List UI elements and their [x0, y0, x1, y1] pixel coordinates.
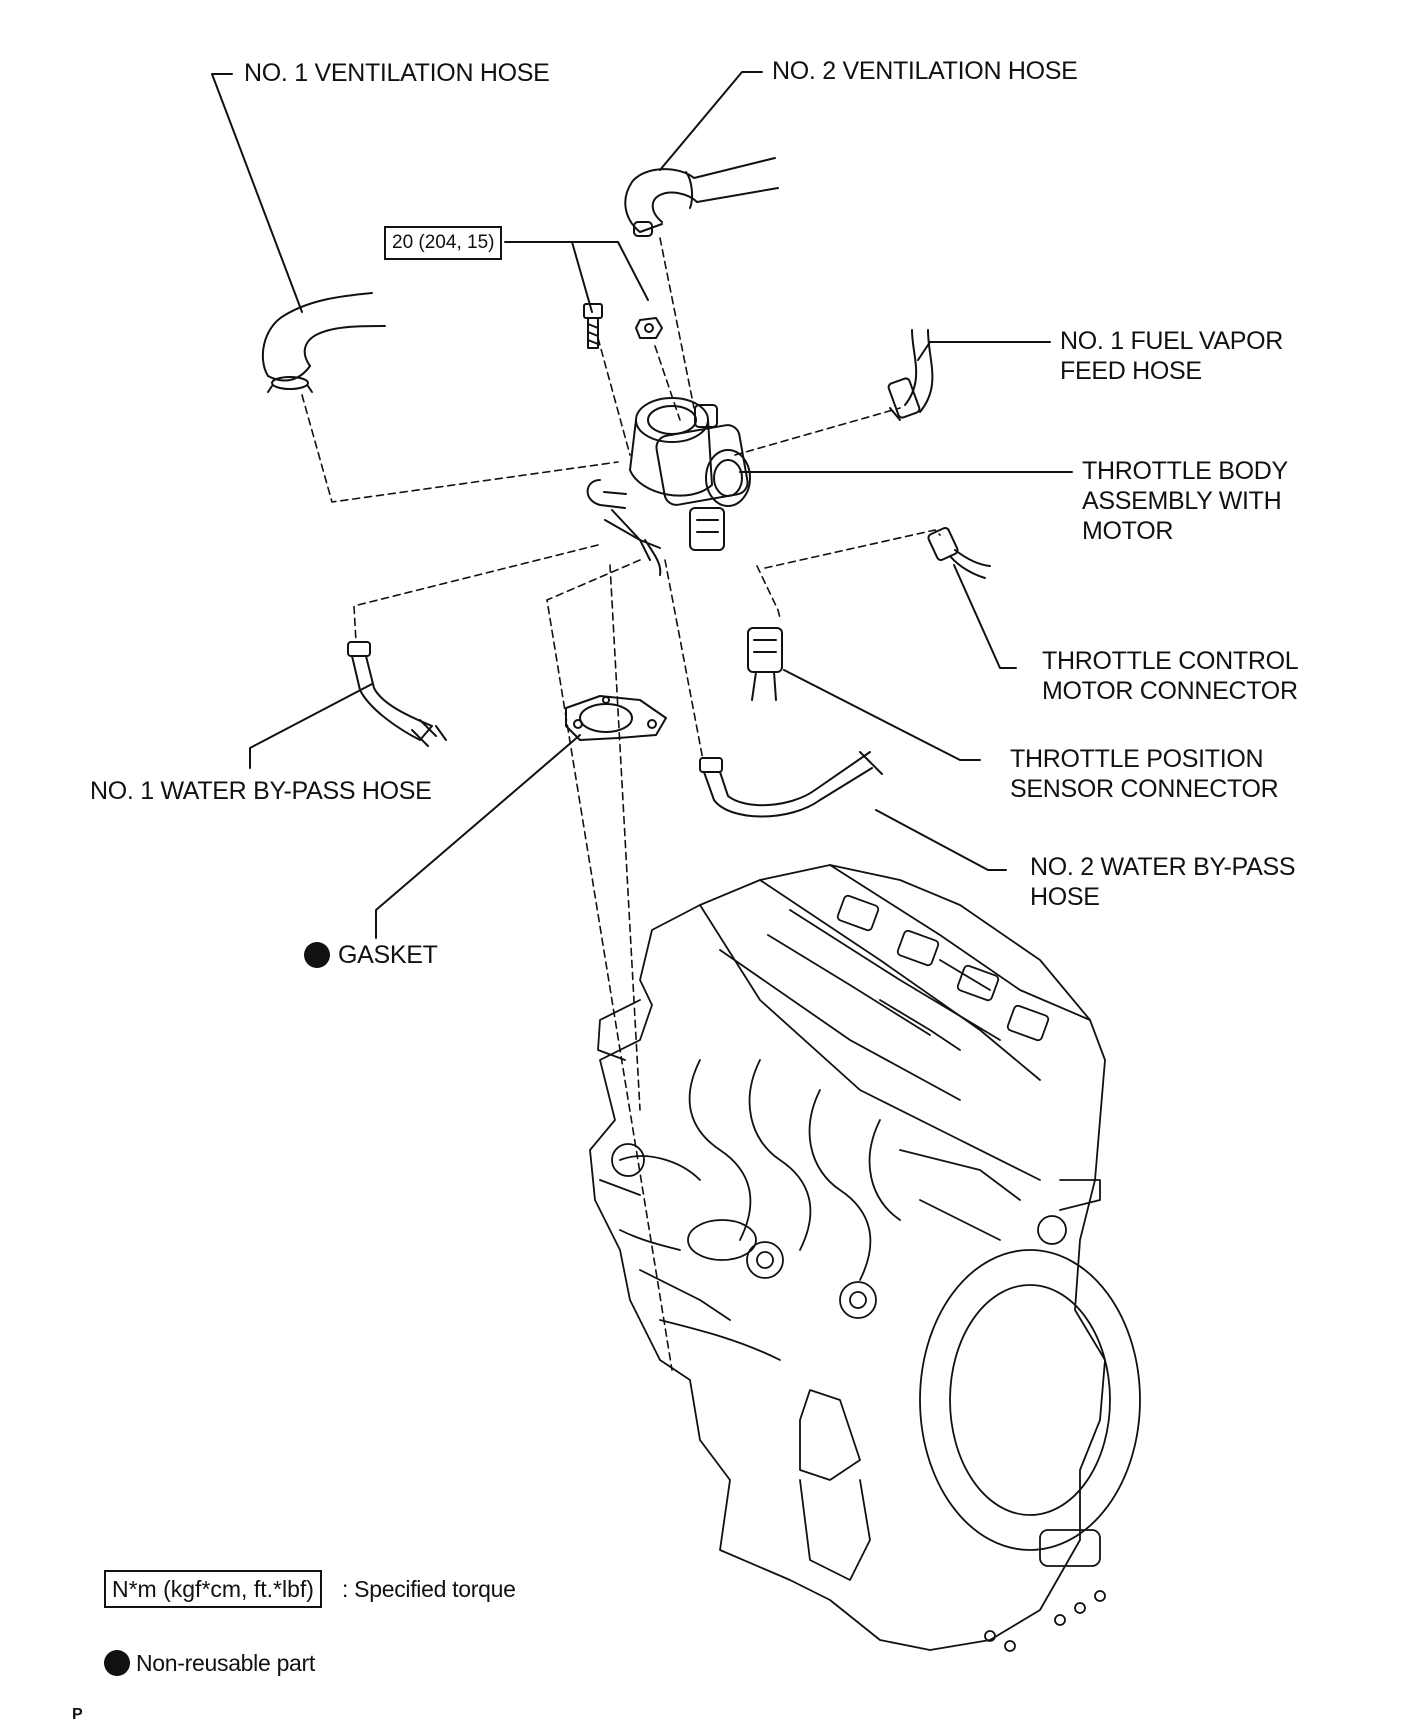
label-line: NO. 1 FUEL VAPOR	[1060, 327, 1284, 355]
no1-water-bypass-hose-part	[347, 641, 447, 747]
label-line: FEED HOSE	[1060, 357, 1202, 385]
label-fuel-vapor-feed-hose: NO. 1 FUEL VAPOR FEED HOSE	[1060, 326, 1283, 386]
no1-ventilation-hose-part	[261, 292, 386, 393]
label-line: NO. 2 WATER BY-PASS	[1030, 853, 1296, 881]
legend-non-reusable-text: Non-reusable part	[136, 1650, 316, 1676]
label-throttle-position-sensor-connector: THROTTLE POSITION SENSOR CONNECTOR	[1010, 744, 1279, 804]
motor-connector-part	[927, 526, 991, 579]
label-no1-water-bypass-hose: NO. 1 WATER BY-PASS HOSE	[90, 777, 432, 805]
bolt-part	[583, 303, 603, 349]
label-no2-ventilation-hose: NO. 2 VENTILATION HOSE	[772, 57, 1078, 85]
alignment-lines	[301, 237, 941, 1371]
label-line: ASSEMBLY WITH	[1082, 487, 1282, 515]
non-reusable-legend-icon	[104, 1650, 130, 1676]
label-throttle-body-assembly: THROTTLE BODY ASSEMBLY WITH MOTOR	[1082, 456, 1288, 546]
no2-ventilation-hose-part	[624, 157, 779, 237]
gasket-part	[565, 695, 667, 741]
label-line: THROTTLE CONTROL	[1042, 647, 1299, 675]
label-throttle-control-motor-connector: THROTTLE CONTROL MOTOR CONNECTOR	[1042, 646, 1299, 706]
label-line: HOSE	[1030, 883, 1100, 911]
torque-spec-box: 20 (204, 15)	[384, 226, 503, 260]
legend-torque-text: : Specified torque	[342, 1576, 516, 1602]
label-line: MOTOR CONNECTOR	[1042, 677, 1298, 705]
label-line: MOTOR	[1082, 517, 1174, 545]
throttle-body-part	[586, 397, 751, 576]
engine-block-part	[589, 864, 1141, 1652]
non-reusable-icon	[304, 942, 330, 968]
label-line: THROTTLE BODY	[1082, 457, 1288, 485]
label-line: THROTTLE POSITION	[1010, 745, 1264, 773]
label-no1-ventilation-hose: NO. 1 VENTILATION HOSE	[244, 59, 550, 87]
no2-water-bypass-hose-part	[699, 751, 883, 818]
label-gasket: GASKET	[338, 941, 438, 969]
fuel-vapor-hose-part	[887, 329, 934, 421]
label-line: SENSOR CONNECTOR	[1010, 775, 1279, 803]
leader-lines	[211, 71, 1073, 939]
tps-connector-part	[747, 627, 783, 701]
nut-part	[635, 317, 663, 339]
corner-mark: P	[72, 1706, 83, 1723]
label-no2-water-bypass-hose: NO. 2 WATER BY-PASS HOSE	[1030, 852, 1296, 912]
legend-torque-unit: N*m (kgf*cm, ft.*lbf)	[104, 1570, 322, 1608]
